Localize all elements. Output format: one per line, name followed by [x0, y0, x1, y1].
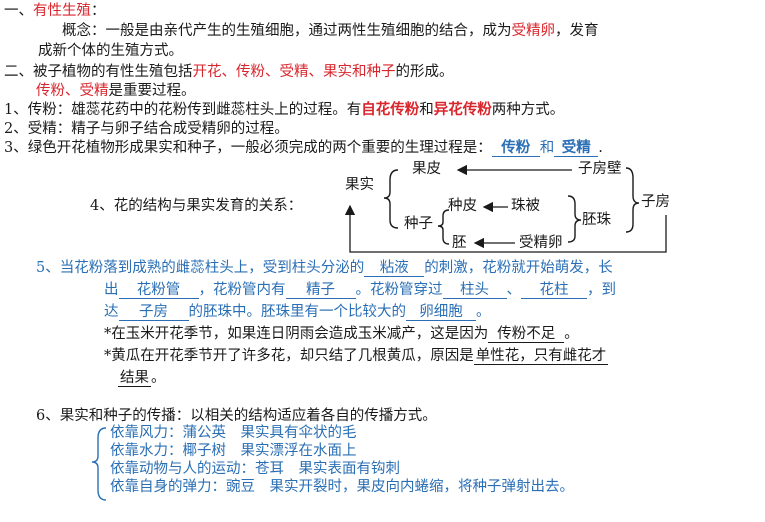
important-process-line: 传粉、受精是重要过程。: [36, 83, 196, 99]
node-ovule: 胚珠: [582, 212, 611, 228]
concept-line-2: 成新个体的生殖方式。: [38, 43, 183, 59]
cucumber-note-2: 结果。: [118, 370, 166, 387]
node-embryo: 胚: [452, 235, 467, 251]
node-ovary: 子房: [641, 194, 670, 210]
node-fruit: 果实: [345, 177, 374, 193]
node-seed: 种子: [404, 216, 433, 232]
answer-pollination: 传粉: [491, 140, 540, 157]
node-ovary-wall: 子房壁: [578, 161, 622, 177]
pollen-germination-line-2: 出花粉管，花粉管内有精子。花粉管穿过柱头、花柱，到: [104, 282, 616, 299]
section-1-heading: 一、有性生殖：: [4, 3, 106, 19]
dispersal-heading: 6、果实和种子的传播：以相关的结构适应着各自的传播方式。: [36, 408, 437, 424]
dispersal-wind: 依靠风力：蒲公英 果实具有伞状的毛: [110, 425, 357, 441]
node-pericarp: 果皮: [412, 161, 441, 177]
section-1-title: 有性生殖: [33, 3, 91, 19]
dispersal-self: 依靠自身的弹力：豌豆 果实开裂时，果皮向内蜷缩，将种子弹射出去。: [110, 479, 574, 495]
pollen-germination-line-1: 5、当花粉落到成熟的雌蕊柱头上，受到柱头分泌的粘液的刺激，花粉就开始萌发，长: [36, 260, 613, 277]
zygote-term: 受精卵: [511, 23, 556, 39]
node-integument: 珠被: [511, 198, 540, 214]
concept-line: 概念：一般是由亲代产生的生殖细胞，通过两性生殖细胞的结合，成为受精卵，发育: [62, 23, 599, 39]
node-zygote: 受精卵: [519, 235, 563, 251]
process-list: 开花、传粉、受精、果实和种子: [192, 64, 396, 80]
pollen-germination-line-3: 达子房的胚珠中。胚珠里有一个比较大的卵细胞。: [104, 304, 491, 321]
pollination-line: 1、传粉：雄蕊花药中的花粉传到雌蕊柱头上的过程。有自花传粉和异花传粉两种方式。: [4, 101, 565, 118]
section-2-heading: 二、被子植物的有性生殖包括开花、传粉、受精、果实和种子的形成。: [4, 64, 454, 80]
dispersal-animal: 依靠动物与人的运动：苍耳 果实表面有钩刺: [110, 461, 400, 477]
diagram-caption: 4、花的结构与果实发育的关系：: [90, 198, 303, 214]
fertilization-line: 2、受精：精子与卵子结合成受精卵的过程。: [4, 121, 289, 137]
corn-note: *在玉米开花季节，如果连日阴雨会造成玉米减产，这是因为传粉不足。: [104, 326, 579, 343]
dispersal-water: 依靠水力：椰子树 果实漂浮在水面上: [110, 443, 357, 459]
cucumber-note: *黄瓜在开花季节开了许多花，却只结了几根黄瓜，原因是单性花，只有雌花才: [104, 348, 609, 365]
answer-fertilization: 受精: [554, 140, 599, 157]
two-processes-line: 3、绿色开花植物形成果实和种子，一般必须完成的两个重要的生理过程是：传粉和受精.: [4, 139, 603, 157]
node-seed-coat: 种皮: [448, 198, 477, 214]
